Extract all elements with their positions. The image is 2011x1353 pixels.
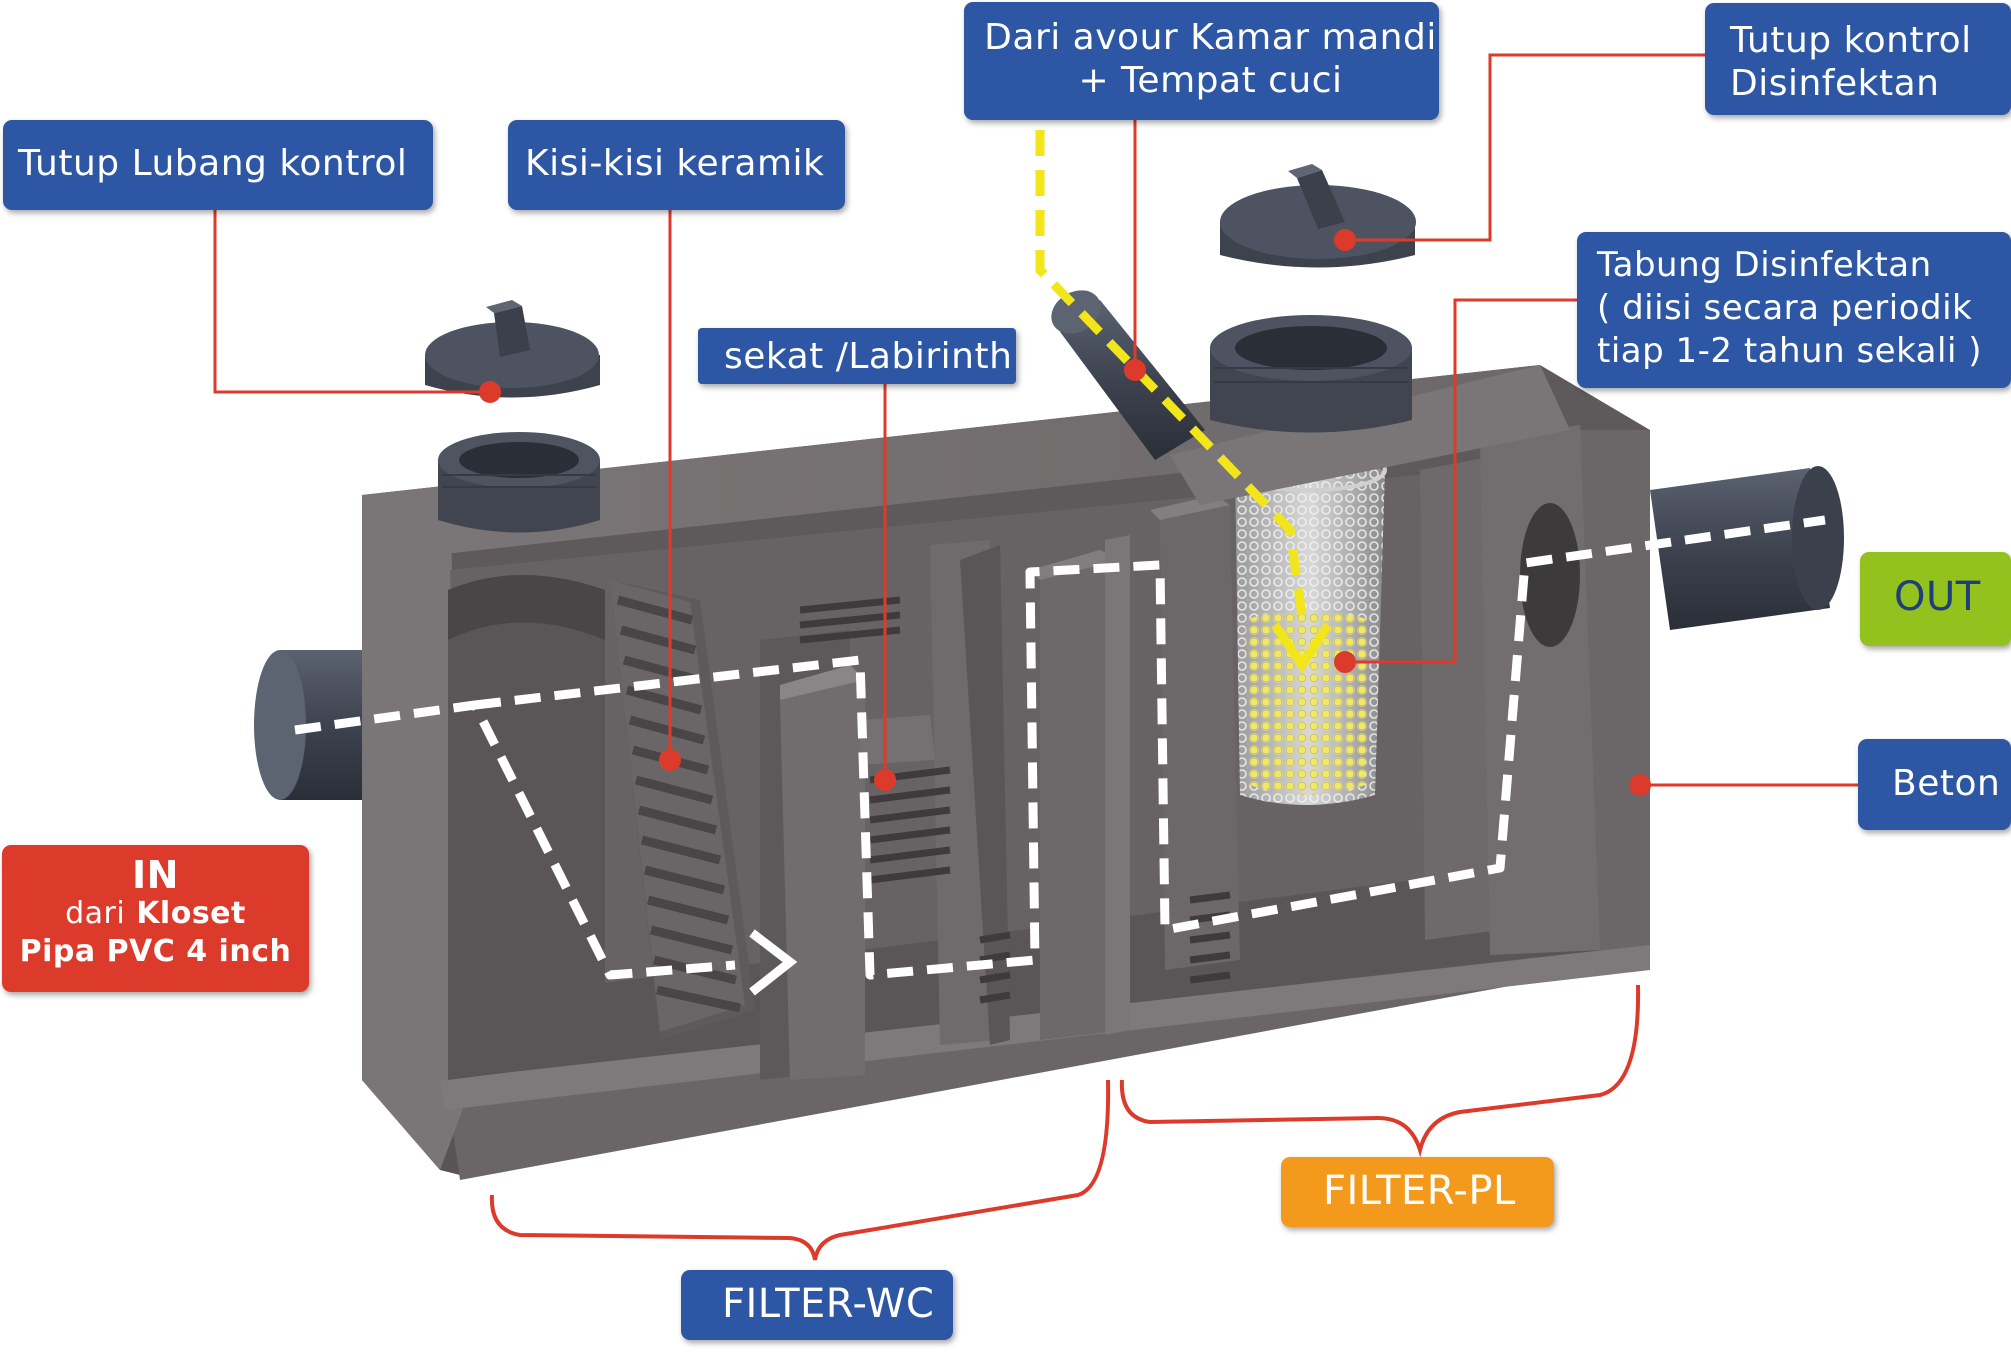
callout-tutup-kontrol-disinfektan: Tutup kontrol Disinfektan	[1705, 3, 2011, 115]
callout-out-text: OUT	[1894, 574, 1981, 620]
callout-tabung-line1: Tabung Disinfektan	[1597, 245, 1932, 285]
callout-dari-avour-line2: + Tempat cuci	[1078, 60, 1343, 101]
callout-in-title: IN	[132, 853, 179, 897]
pl-top-slab	[1170, 365, 1570, 505]
callout-out: OUT	[1860, 552, 2011, 646]
callout-tutup-lubang-text: Tutup Lubang kontrol	[18, 143, 408, 184]
flow-arrow-head	[749, 929, 798, 996]
filter-pl-brace	[1119, 984, 1641, 1158]
callout-dari-avour-line1: Dari avour Kamar mandi	[984, 17, 1437, 58]
inlet-riser	[448, 575, 605, 1080]
wc-riser-ring	[438, 432, 600, 533]
pl-riser-ring	[1210, 315, 1412, 433]
callout-in-pipa: Pipa PVC 4 inch	[19, 934, 292, 969]
filter-wc-brace	[489, 1079, 1111, 1261]
callout-in-dari: dari	[65, 896, 126, 931]
callout-beton: Beton	[1858, 739, 2011, 830]
callout-filter-wc-text: FILTER-WC	[722, 1281, 935, 1327]
callout-sekat-text: sekat /Labirinth	[724, 336, 1013, 377]
callout-in: IN dari Kloset Pipa PVC 4 inch	[2, 845, 309, 992]
callout-kisi-kisi-text: Kisi-kisi keramik	[525, 143, 825, 184]
callout-filter-pl-text: FILTER-PL	[1323, 1168, 1516, 1214]
callout-kisi-kisi-keramik: Kisi-kisi keramik	[508, 120, 845, 210]
labyrinth-baffles	[760, 535, 1130, 1080]
disinfectant-tube	[1233, 448, 1387, 805]
callout-beton-text: Beton	[1892, 763, 2001, 804]
callout-tabung-line3: tiap 1-2 tahun sekali )	[1597, 331, 1982, 371]
wc-control-lid	[425, 300, 600, 398]
disinfectant-control-lid	[1220, 164, 1416, 268]
callout-tutup-kontrol-line2: Disinfektan	[1730, 63, 1940, 104]
callout-filter-wc: FILTER-WC	[681, 1270, 953, 1340]
callout-filter-pl: FILTER-PL	[1281, 1157, 1554, 1227]
callout-sekat-labirinth: sekat /Labirinth	[698, 328, 1016, 384]
outlet-pipe	[1650, 466, 1844, 630]
callout-in-kloset: Kloset	[136, 896, 246, 931]
leader-dots	[479, 229, 1651, 796]
callout-tabung-disinfektan: Tabung Disinfektan ( diisi secara period…	[1577, 232, 2011, 388]
leader-lines	[213, 53, 1860, 787]
callout-tutup-lubang-kontrol: Tutup Lubang kontrol	[3, 120, 433, 210]
flow-path-yellow	[1035, 130, 1332, 674]
flow-path-white	[294, 515, 1826, 980]
callout-tutup-kontrol-line1: Tutup kontrol	[1730, 20, 1972, 61]
callout-in-dari-line: dari Kloset	[2, 895, 309, 933]
callout-tabung-line2: ( diisi secara periodik	[1597, 288, 1973, 328]
callout-dari-avour: Dari avour Kamar mandi + Tempat cuci	[964, 2, 1439, 120]
